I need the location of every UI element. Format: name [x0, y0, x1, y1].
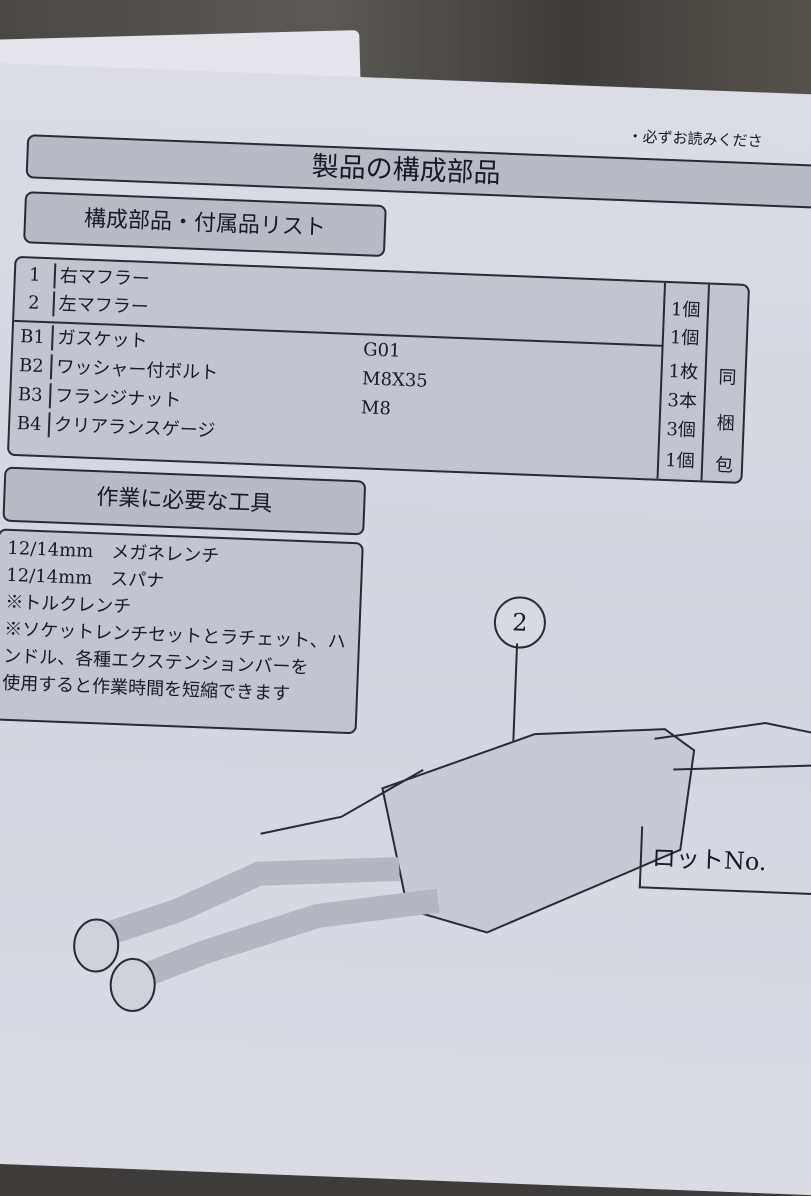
part-code: M8	[360, 397, 392, 420]
part-name: クリアランスゲージ	[53, 414, 216, 442]
muffler-illustration	[73, 643, 811, 1012]
qty: 1個	[670, 299, 701, 322]
part-code: M8X35	[361, 368, 429, 392]
read-note: ・必ずお読みくださ	[627, 127, 763, 151]
callout-arrow	[512, 643, 519, 744]
part-number: B4	[9, 410, 51, 438]
lot-number-label: ロットNo.	[638, 826, 811, 896]
part-number: 1	[15, 261, 57, 289]
qty: 3本	[667, 390, 698, 413]
qty: 1個	[664, 449, 696, 473]
bundled-char: 包	[714, 454, 734, 477]
bundled-column: 同 梱 包	[700, 284, 751, 483]
part-name: フランジナット	[54, 385, 182, 412]
bundled-char: 梱	[716, 412, 736, 435]
part-name: 右マフラー	[59, 265, 151, 291]
parts-list-heading: 構成部品・付属品リスト	[23, 191, 387, 258]
bundled-char: 同	[718, 366, 737, 389]
callout-number: 2	[492, 595, 547, 650]
part-name: ワッシャー付ボルト	[55, 356, 219, 384]
part-number: B3	[10, 381, 52, 409]
tailpipe-right	[109, 957, 156, 1012]
part-code: G01	[362, 339, 401, 362]
part-name: 左マフラー	[58, 293, 150, 319]
part-number: 2	[14, 289, 56, 317]
qty: 3個	[666, 419, 697, 442]
tailpipe-left	[73, 918, 120, 973]
part-number: B1	[13, 323, 54, 351]
qty: 1枚	[668, 361, 699, 384]
tools-heading: 作業に必要な工具	[2, 466, 367, 536]
qty: 1個	[669, 327, 700, 350]
part-name: ガスケット	[57, 327, 148, 353]
part-number: B2	[11, 352, 53, 380]
